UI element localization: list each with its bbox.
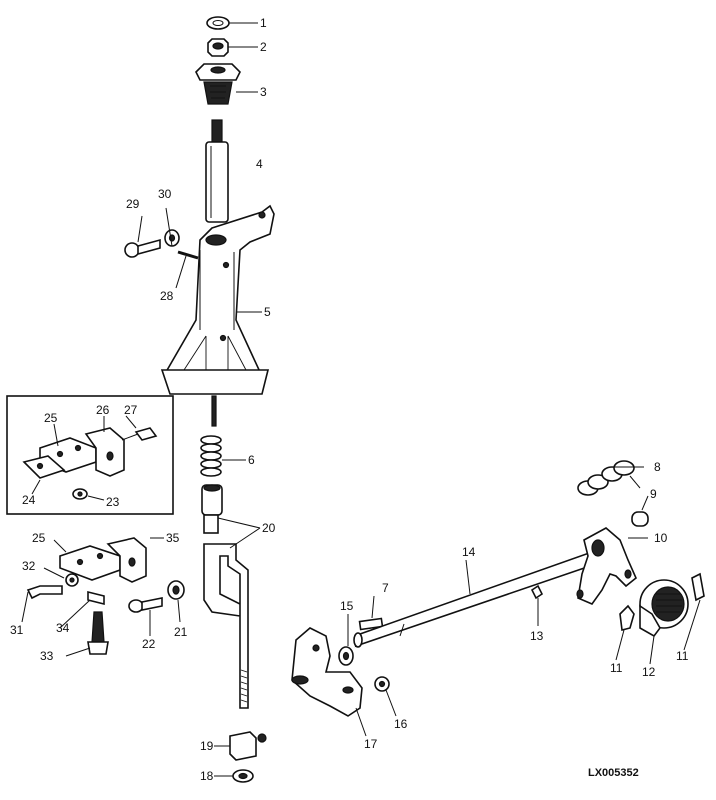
torsion-spring-part <box>577 460 641 496</box>
callout-7: 7 <box>382 581 389 595</box>
screw-29-part <box>124 238 161 258</box>
shaft-part <box>205 119 229 223</box>
long-shaft-part <box>353 550 598 648</box>
callout-19: 19 <box>200 739 214 753</box>
small-key-13-part <box>530 584 544 600</box>
callout-1: 1 <box>260 16 267 30</box>
clip-11-left-part <box>619 604 635 631</box>
leader-lines <box>21 22 701 777</box>
washer-21-part <box>167 580 185 600</box>
callout-16: 16 <box>394 717 408 731</box>
bracket-part <box>576 527 637 605</box>
callout-9: 9 <box>650 487 657 501</box>
callout-22: 22 <box>142 637 156 651</box>
bottom-nut-part <box>232 769 254 783</box>
callout-8: 8 <box>654 460 661 474</box>
callout-10: 10 <box>654 531 668 545</box>
callout-21: 21 <box>174 625 188 639</box>
callout-11-right: 11 <box>676 649 689 663</box>
callout-15: 15 <box>340 599 354 613</box>
lower-bracket-assembly <box>26 537 147 655</box>
callout-33: 33 <box>40 649 54 663</box>
callout-32: 32 <box>22 559 36 573</box>
callout-28: 28 <box>160 289 174 303</box>
callout-27: 27 <box>124 403 138 417</box>
plug-9-part <box>631 511 649 527</box>
callout-25-lower: 25 <box>32 531 46 545</box>
callout-2: 2 <box>260 40 267 54</box>
callout-14: 14 <box>462 545 476 559</box>
inset-box <box>6 395 174 515</box>
washer-15-part <box>338 646 354 666</box>
callout-23: 23 <box>106 495 120 509</box>
column-part <box>160 204 275 395</box>
callout-12: 12 <box>642 665 656 679</box>
callout-labels: 1 2 3 4 5 6 7 8 9 10 11 11 12 13 14 15 1… <box>10 16 689 783</box>
cup-part <box>639 579 689 638</box>
callout-5: 5 <box>264 305 271 319</box>
bushing-part <box>201 484 223 534</box>
pin-28-part <box>177 250 199 260</box>
callout-31: 31 <box>10 623 24 637</box>
callout-3: 3 <box>260 85 267 99</box>
callout-18: 18 <box>200 769 214 783</box>
callout-25-inset: 25 <box>44 411 58 425</box>
lever-plate-part <box>291 627 363 717</box>
washer-part <box>206 16 230 30</box>
callout-13: 13 <box>530 629 544 643</box>
callout-24: 24 <box>22 493 36 507</box>
callout-30: 30 <box>158 187 172 201</box>
callout-29: 29 <box>126 197 140 211</box>
callout-34: 34 <box>56 621 70 635</box>
callout-20: 20 <box>262 521 276 535</box>
clip-16-part <box>374 676 390 692</box>
bent-rod-part <box>203 543 249 709</box>
clip-11-right-part <box>691 572 705 602</box>
callout-17: 17 <box>364 737 378 751</box>
callout-4: 4 <box>256 157 263 171</box>
key-7-part <box>358 617 384 631</box>
nut-part <box>207 38 229 57</box>
screw-22-part <box>128 597 163 613</box>
callout-11-left: 11 <box>610 661 623 675</box>
spring-part <box>200 395 222 477</box>
callout-35: 35 <box>166 531 180 545</box>
knob-part <box>195 63 241 105</box>
callout-6: 6 <box>248 453 255 467</box>
callout-26: 26 <box>96 403 110 417</box>
reference-code: LX005352 <box>588 767 639 779</box>
block-part <box>229 731 267 761</box>
